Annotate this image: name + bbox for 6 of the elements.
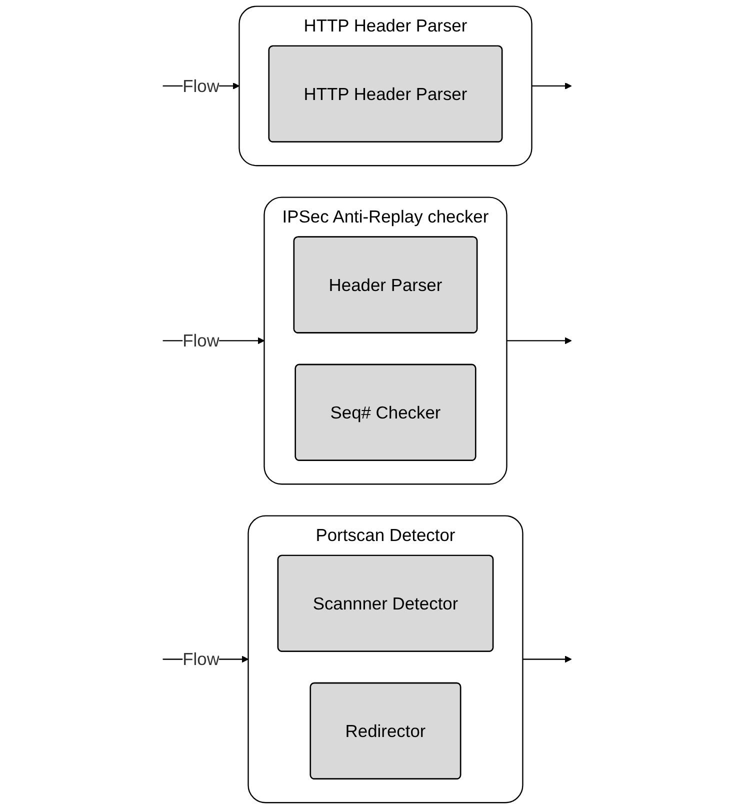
arrow (506, 337, 572, 344)
arrow (532, 82, 572, 90)
edge-label: Flow (182, 76, 220, 96)
edge-label: Flow (182, 330, 220, 351)
arrow (522, 656, 572, 663)
edge-label: Flow (182, 649, 220, 670)
